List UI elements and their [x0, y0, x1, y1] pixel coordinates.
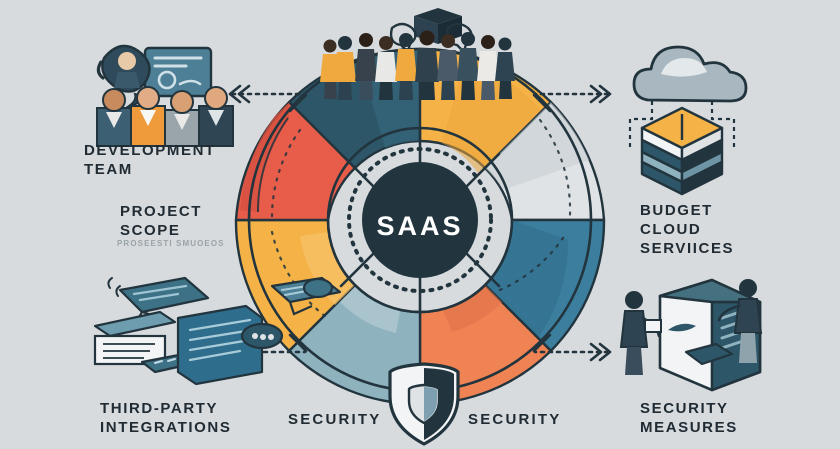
- connector-spurs: [288, 93, 552, 353]
- donut-ring: [234, 47, 606, 406]
- devices-integration-illustration: [93, 276, 342, 386]
- people-figures: [320, 30, 515, 100]
- segment-highlight-secmeas: [485, 220, 569, 338]
- hub-circle[interactable]: [362, 162, 478, 278]
- cloud-server-illustration: [628, 45, 748, 196]
- segment-dotted-arcs: [270, 118, 572, 322]
- hub-group: [347, 147, 493, 293]
- segment-accent-line-scope: [256, 117, 289, 213]
- server-rack-people-illustration: [619, 278, 763, 392]
- segment-highlight-secright: [443, 285, 502, 332]
- development-team-illustration: [96, 44, 234, 147]
- segment-highlight-secleft: [339, 285, 400, 333]
- speech-bubble-left: [389, 22, 417, 55]
- people-group-illustration: [320, 8, 515, 100]
- security-shield-illustration: [388, 362, 460, 446]
- hub-dotted-ring: [347, 147, 493, 293]
